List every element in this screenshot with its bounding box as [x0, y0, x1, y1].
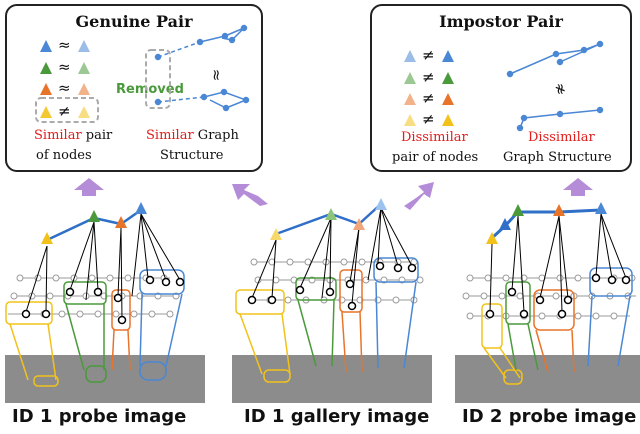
similar-pair-label: Similar pair — [34, 128, 112, 143]
keypoint-links — [21, 213, 185, 325]
dissimilar-label: Dissimilar — [401, 130, 468, 145]
yellow-node-icon — [78, 106, 90, 118]
similar-word: Similar — [34, 128, 82, 143]
probe-image-photo — [455, 355, 640, 403]
mini-graph-bottom — [154, 88, 250, 112]
middle-image-caption: ID 1 gallery image — [244, 406, 430, 427]
blue-node-icon — [442, 50, 454, 62]
structure-label: Structure — [160, 148, 224, 163]
not-equal-symbol: ≠ — [58, 102, 71, 120]
blue-node-icon — [375, 198, 387, 210]
approx-symbol: ≈ — [58, 36, 71, 54]
removed-label: Removed — [116, 82, 184, 97]
orange-node-icon — [40, 83, 52, 95]
orange-node-icon — [442, 93, 454, 105]
green-node-icon — [325, 208, 337, 220]
approx-symbol: ≈ — [58, 79, 71, 97]
blue-node-icon — [404, 50, 416, 62]
yellow-node-icon — [486, 232, 498, 244]
not-equal-symbol: ≠ — [422, 46, 435, 64]
region-boxes — [235, 257, 419, 383]
graph-suffix: Graph — [193, 128, 239, 143]
green-node-icon — [404, 72, 416, 84]
dissimilar-label: Dissimilar — [528, 130, 595, 145]
not-equal-symbol: ≠ — [422, 68, 435, 86]
probe-graph-edges — [46, 208, 142, 242]
impostor-pair-panel: Impostor Pair — [370, 4, 632, 172]
orange-node-icon — [404, 93, 416, 105]
not-equal-symbol: ≠ — [422, 110, 435, 128]
removed-dashed-box — [145, 49, 171, 109]
blue-node-icon — [135, 202, 147, 214]
keypoint-links — [485, 213, 631, 319]
region-boxes — [481, 267, 633, 385]
yellow-node-icon — [40, 106, 52, 118]
orange-node-icon — [78, 83, 90, 95]
pair-of-nodes-label: pair of nodes — [392, 150, 479, 165]
similar-word: Similar — [146, 128, 194, 143]
pair-suffix: pair — [81, 128, 113, 143]
blue-node-icon — [40, 40, 52, 52]
green-node-icon — [78, 62, 90, 74]
yellow-node-icon — [41, 232, 53, 244]
yellow-node-icon — [404, 114, 416, 126]
probe-graph-edges — [490, 208, 602, 240]
mini-graph-top — [154, 24, 248, 61]
blue-node-icon — [78, 40, 90, 52]
orange-node-icon — [353, 218, 365, 230]
impostor-pair-title: Impostor Pair — [439, 12, 563, 31]
mini-graph-bottom — [516, 106, 604, 132]
right-image-caption: ID 2 probe image — [462, 406, 637, 427]
yellow-node-icon — [442, 114, 454, 126]
genuine-pair-title: Genuine Pair — [75, 12, 193, 31]
up-arrow-icon — [74, 178, 104, 196]
left-image-caption: ID 1 probe image — [12, 406, 187, 427]
green-node-icon — [88, 210, 100, 222]
not-equal-symbol: ≠ — [422, 89, 435, 107]
blue-node-icon — [595, 202, 607, 214]
graph-structure-label: Graph Structure — [503, 150, 612, 165]
green-node-icon — [40, 62, 52, 74]
similar-graph-label: Similar Graph — [146, 128, 239, 143]
up-arrow-icon — [563, 178, 593, 196]
diagonal-arrow-icon — [232, 184, 268, 206]
of-nodes-label: of nodes — [36, 148, 92, 163]
gallery-graph-edges — [275, 203, 382, 236]
orange-node-icon — [553, 204, 565, 216]
orange-node-icon — [115, 216, 127, 228]
keypoint-links — [247, 207, 417, 311]
removed-dashed-box — [35, 97, 99, 123]
blue-node-icon — [499, 218, 511, 230]
yellow-node-icon — [270, 228, 282, 240]
green-node-icon — [512, 204, 524, 216]
mini-graph-top — [506, 40, 604, 78]
diagonal-arrow-icon — [404, 182, 434, 210]
approx-symbol: ≈ — [58, 58, 71, 76]
green-node-icon — [442, 72, 454, 84]
